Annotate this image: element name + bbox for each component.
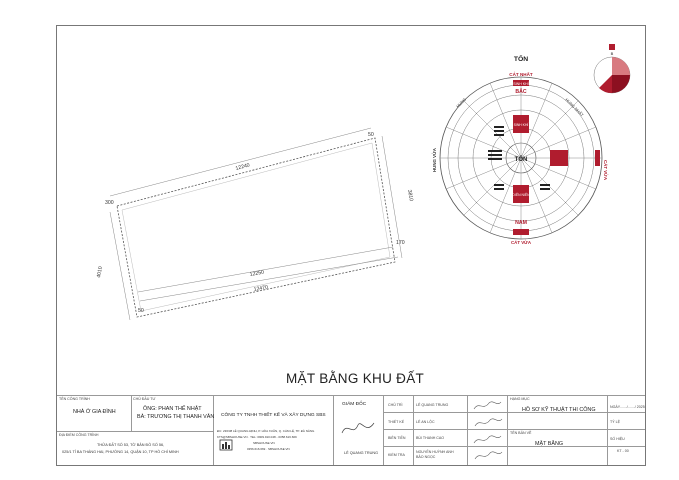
site-plan-drawing: 12240 300 50 3810 170 4010 12250 12470 5… [96, 44, 631, 321]
mini-pie-label: B [611, 51, 614, 56]
compass-north-sub: SINH KHÍ [513, 82, 529, 86]
role-chutri: CHỦ TRÌ [388, 403, 403, 407]
location-label: ĐỊA ĐIỂM CÔNG TRÌNH [59, 433, 99, 437]
date: NGÀY......./......./ 2025 [610, 405, 645, 409]
dim-top: 12240 [235, 162, 251, 172]
owner-label: CHỦ ĐẦU TƯ [133, 397, 156, 401]
tb-rule-left [57, 431, 213, 432]
compass-south-label: CÁT VỪA [511, 240, 532, 245]
company-logo-icon [219, 439, 233, 451]
mini-orientation-pie: B [593, 44, 631, 94]
director-label: GIÁM ĐỐC [342, 402, 367, 407]
tb-rule-right-2 [383, 429, 645, 430]
name-thietke: LÊ AN LỘC [416, 420, 435, 424]
owner-1: ÔNG: PHAN THẾ NHẬT [143, 406, 202, 412]
tb-rule-right-3 [383, 446, 645, 447]
name-kiemtra: NGUYỄN HUỲNH ANH [416, 450, 454, 454]
owner-2: BÀ: TRƯƠNG THỊ THANH VÂN [137, 414, 215, 420]
tb-col-3 [333, 395, 334, 465]
compass-south-inner: DIÊN NIÊN [512, 192, 530, 197]
dim-left-bottom: 50 [138, 308, 144, 314]
company-web: SBSHOUSE.VN [253, 441, 275, 445]
dimension-lines [109, 127, 403, 321]
dim-left-side: 4010 [96, 266, 104, 279]
dim-bottom-inner: 12250 [249, 270, 264, 278]
compass-east-label: CÁT VỪA [603, 160, 608, 181]
project-name: NHÀ Ở GIA ĐÌNH [73, 409, 116, 415]
tb-col-4 [383, 395, 384, 465]
compass-west-label: HUNG VỪA [432, 147, 437, 172]
tb-rule-right-1 [383, 412, 645, 413]
compass-north-dir: BẮC [515, 87, 526, 95]
tb-col-1 [131, 395, 132, 431]
company-address: ĐC: 236/38 LÊ QUANG ĐỊNH, P. HÒA XUÂN, Q… [217, 429, 315, 433]
compass-northwest: HUNG [455, 97, 467, 109]
sheet-no: KT - 00 [617, 449, 629, 453]
role-thietke: THIẾT KẾ [388, 420, 405, 424]
name-kiemtra-2: BẢO NGỌC [416, 455, 436, 459]
compass-northeast: HUNG NHẤT [564, 97, 585, 118]
scale: TỶ LỆ [610, 420, 620, 424]
company-name: CÔNG TY TNHH THIẾT KẾ VÀ XÂY DỰNG SBS [221, 413, 326, 418]
compass-south-dir: NAM [515, 220, 527, 226]
name-bientien: BÙI THANH CAO [416, 436, 445, 440]
compass-north-inner: SINH KHÍ [514, 123, 529, 127]
compass-north-top: CÁT NHẤT [509, 71, 533, 77]
role-bientien: BIÊN TIỄN [388, 436, 406, 440]
sheet-name: MẶT BẰNG [535, 441, 564, 447]
dim-right-top: 50 [368, 132, 374, 138]
director-signature-icon [341, 422, 375, 434]
tb-col-2 [213, 395, 214, 465]
drawing-sheet-border [56, 25, 646, 466]
compass-title: TỐN [514, 53, 528, 63]
tb-top-rule [57, 395, 645, 396]
role-kiemtra: KIỂM TRA [388, 453, 405, 457]
company-contact: KTS@SBSHOUSE.VN · TEL: 0909.910.048 - 03… [217, 435, 297, 439]
compass-center: TỐN [515, 156, 528, 163]
company-mail: 0356.616.669 · SBSHOUSE.VN [247, 447, 290, 451]
tb-col-8 [607, 395, 608, 465]
feng-shui-compass: TỐN [432, 53, 608, 245]
plot-outline [116, 137, 396, 318]
dim-right-bottom: 170 [396, 240, 405, 246]
dim-right-side: 3810 [406, 189, 414, 202]
dim-bottom-outer: 12470 [253, 285, 268, 293]
tb-col-7 [507, 395, 508, 465]
plot-inner [121, 142, 391, 312]
sheet-label: TÊN BẢN VẼ [510, 431, 532, 435]
phase-label: HẠNG MỤC [510, 397, 530, 401]
tb-col-5 [413, 395, 414, 465]
director-name: LÊ QUANG TRUNG [344, 451, 379, 455]
title-block: TÊN CÔNG TRÌNH NHÀ Ở GIA ĐÌNH CHỦ ĐẦU TƯ… [57, 395, 645, 465]
phase: HỒ SƠ KỸ THUẬT THI CÔNG [522, 407, 596, 413]
project-label: TÊN CÔNG TRÌNH [59, 397, 90, 401]
dim-left-top: 300 [105, 200, 114, 206]
sheet-no-label: SỐ HIỆU [610, 437, 625, 441]
location-1: THỬA ĐẤT SỐ 53, TỜ BẢN ĐỒ SỐ 56, [97, 443, 165, 447]
staff-signatures-icon [473, 401, 503, 460]
location-2: 025/1 TỈ BA THÁNG HAI, PHƯỜNG 14, QUẬN 1… [62, 450, 179, 454]
tb-col-6 [467, 395, 468, 465]
name-chutri: LÊ QUANG TRUNG [416, 403, 449, 407]
drawing-title: MẶT BẰNG KHU ĐẤT [286, 371, 425, 386]
land-plot [116, 137, 396, 318]
